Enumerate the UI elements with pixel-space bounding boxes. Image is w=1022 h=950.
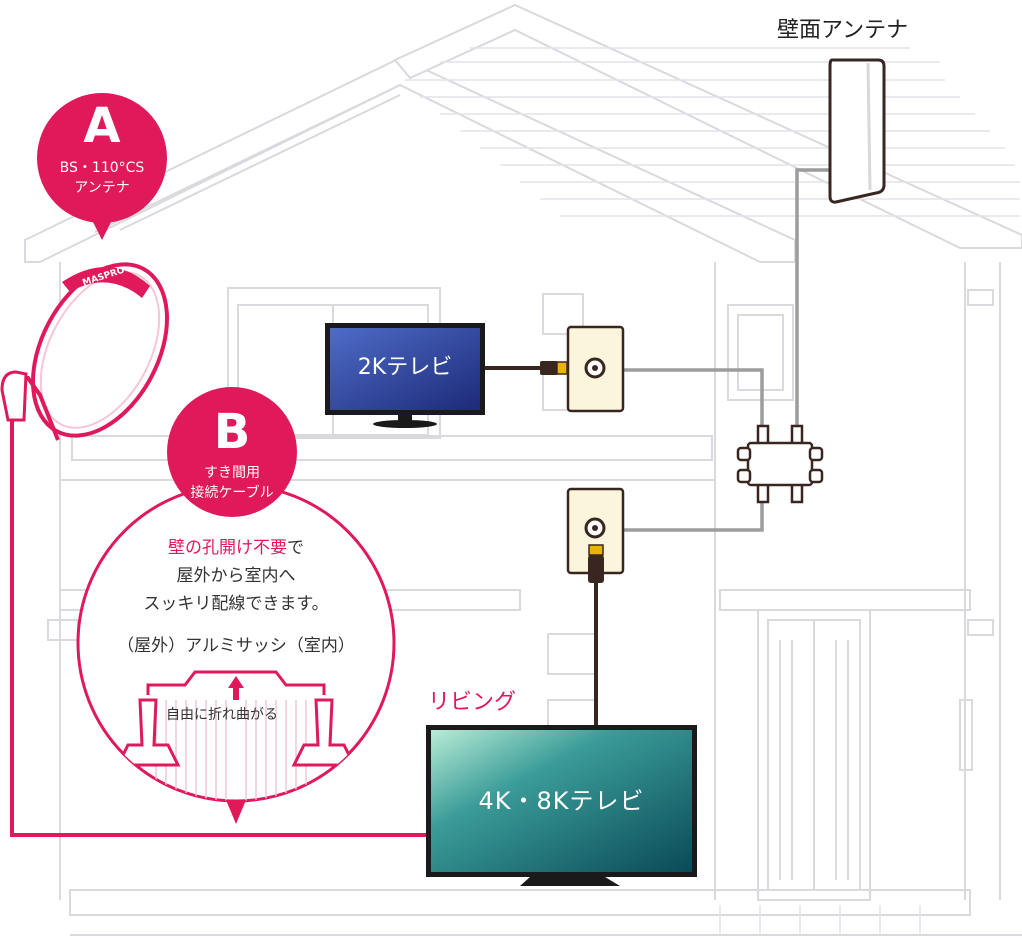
badge-b-letter: B: [213, 404, 251, 460]
tv-2k-label: 2Kテレビ: [357, 355, 453, 380]
splitter: [736, 424, 824, 504]
badge-a-letter: A: [83, 98, 121, 154]
sash-label: （屋外）アルミサッシ（室内）: [117, 636, 355, 656]
tv-4k8k-label: 4K・8Kテレビ: [478, 787, 645, 815]
tv-2k: [325, 323, 485, 428]
wall-antenna-label: 壁面アンテナ: [777, 18, 909, 43]
tv-4k8k: [426, 725, 697, 886]
wall-outlet-upper: [566, 325, 625, 413]
magnifier-highlight: 壁の孔開け不要: [168, 538, 287, 558]
badge-a-line1: BS・110°CS: [59, 160, 145, 176]
f-connector-upper: [540, 361, 568, 375]
f-connector-lower: [588, 544, 604, 583]
badge-b: [167, 387, 297, 517]
badge-b-line1: すき間用: [204, 465, 260, 481]
pink-cable: [10, 420, 432, 837]
magnifier-line1-rest: で: [287, 538, 304, 558]
badge-b-line2: 接続ケーブル: [190, 485, 274, 501]
living-label: リビング: [428, 690, 517, 715]
magnifier-line3: スッキリ配線できます。: [143, 594, 329, 614]
wall-antenna: [828, 58, 886, 204]
magnifier-line2: 屋外から室内へ: [176, 566, 296, 586]
dish-antenna: [0, 262, 169, 441]
badge-a: [37, 93, 167, 240]
flex-label: 自由に折れ曲がる: [166, 707, 278, 723]
magnifier-line1: 壁の孔開け不要で: [116, 538, 356, 558]
gray-cables: [622, 168, 832, 532]
badge-a-line2: アンテナ: [74, 180, 130, 196]
